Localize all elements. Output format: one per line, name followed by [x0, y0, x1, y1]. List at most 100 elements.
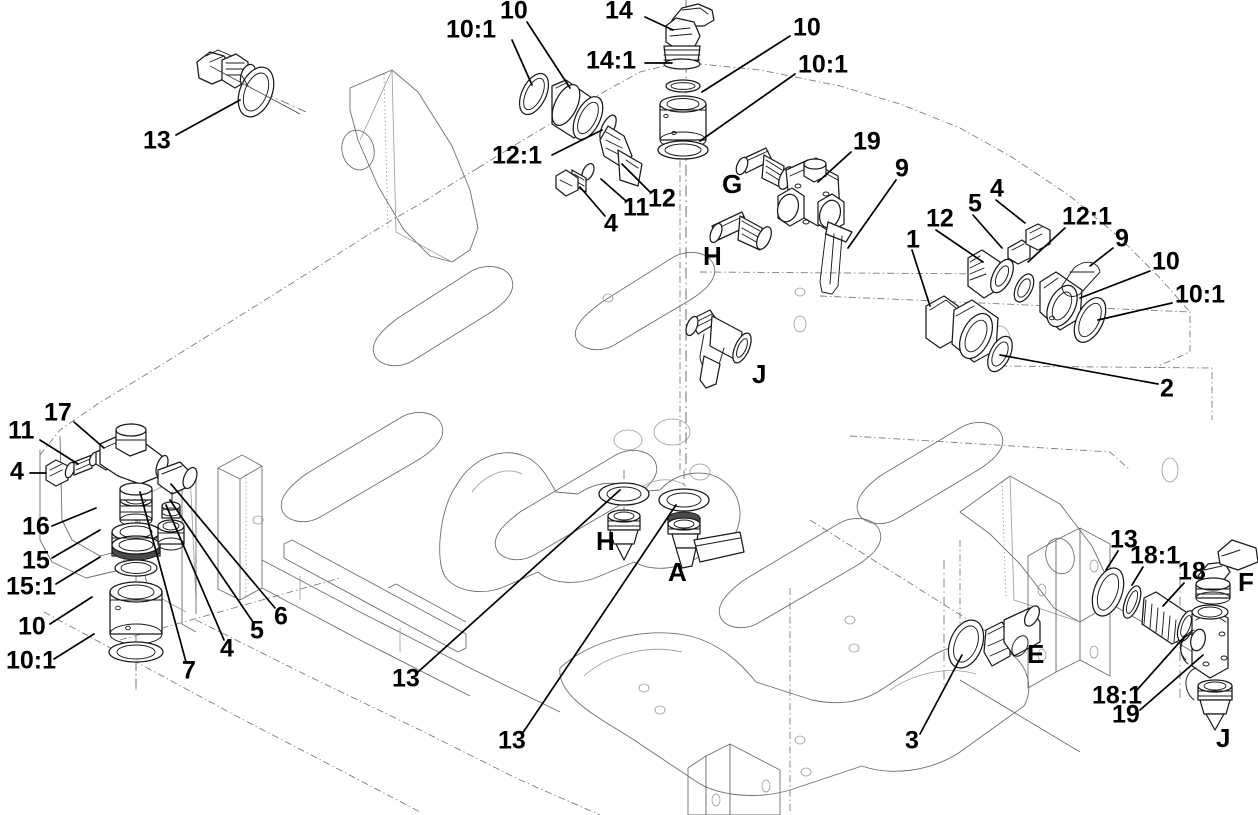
leader-line-18-1 — [1131, 566, 1144, 586]
leader-line-13 — [175, 99, 241, 136]
callout-number-12-1: 12:1 — [1062, 203, 1112, 231]
callout-number-12-1: 12:1 — [492, 142, 542, 170]
callout-number-14: 14 — [605, 0, 633, 25]
leader-line-10-1 — [1097, 302, 1173, 321]
callout-number-10-1: 10:1 — [798, 51, 848, 79]
callout-number-4: 4 — [220, 635, 234, 663]
leader-line-3 — [919, 654, 963, 735]
leader-line-2 — [999, 354, 1159, 385]
callout-number-4: 4 — [10, 458, 24, 486]
callout-number-18: 18 — [1178, 558, 1206, 586]
part-group-top-center-14 — [657, 3, 715, 160]
leader-line-1 — [911, 249, 931, 307]
callout-number-9: 9 — [1115, 225, 1129, 253]
reference-letter-J: J — [752, 359, 766, 389]
leader-line-6 — [170, 483, 276, 609]
leader-line-19 — [817, 151, 852, 183]
leader-line-10 — [49, 596, 93, 625]
callout-number-10: 10 — [500, 0, 528, 25]
callout-number-13: 13 — [498, 727, 526, 755]
reference-letter-F: F — [1238, 567, 1254, 597]
leader-line-10-1 — [699, 73, 796, 142]
callout-number-19: 19 — [853, 128, 881, 156]
callout-number-10-1: 10:1 — [1175, 281, 1225, 309]
leader-line-12 — [621, 163, 651, 193]
reference-letter-G: G — [722, 169, 742, 199]
callout-number-6: 6 — [274, 603, 288, 631]
leader-line-10-1 — [53, 633, 95, 660]
leader-line-9 — [1089, 247, 1114, 267]
leader-line-13 — [417, 489, 621, 673]
callout-number-13: 13 — [392, 665, 420, 693]
callout-number-17: 17 — [44, 399, 72, 427]
callout-number-5: 5 — [250, 617, 264, 645]
leader-line-11 — [39, 439, 79, 465]
callout-number-7: 7 — [182, 657, 196, 685]
part-group-top-center-10 — [518, 72, 643, 197]
part-group-bottom-right-18 — [1091, 539, 1258, 731]
callout-number-15-1: 15:1 — [6, 573, 56, 601]
reference-letter-H: H — [596, 526, 615, 556]
reference-letter-E: E — [1027, 639, 1044, 669]
leader-line-18 — [1162, 582, 1185, 607]
leader-line-13 — [521, 504, 677, 735]
leader-line-4 — [995, 199, 1026, 224]
leader-line-15 — [51, 529, 101, 559]
leader-line-15-1 — [55, 556, 101, 585]
part-group-J-mid — [685, 309, 752, 389]
callout-number-1: 1 — [906, 226, 920, 254]
leader-line-5 — [169, 499, 254, 623]
part-group-bottom-left — [45, 423, 198, 663]
callout-number-10: 10 — [1152, 248, 1180, 276]
reference-letter-J: J — [1216, 723, 1230, 753]
callout-number-5: 5 — [968, 190, 982, 218]
leader-line-13 — [1105, 550, 1119, 571]
callout-number-10-1: 10:1 — [6, 647, 56, 675]
callout-number-2: 2 — [1160, 375, 1174, 403]
leader-line-4 — [579, 186, 606, 217]
callout-number-12: 12 — [926, 205, 954, 233]
callout-number-10: 10 — [18, 613, 46, 641]
leader-line-9 — [847, 179, 897, 249]
callout-number-3: 3 — [905, 727, 919, 755]
leader-line-10 — [1079, 270, 1151, 299]
leader-line-5 — [972, 214, 1003, 249]
leader-line-7 — [139, 491, 187, 663]
part-group-bottom-E — [947, 605, 1041, 669]
part-group-top-left-13 — [196, 49, 301, 118]
part-group-right-1 — [925, 223, 1107, 373]
reference-letter-H: H — [703, 241, 722, 271]
callout-number-11: 11 — [623, 194, 650, 222]
leader-line-14 — [644, 16, 674, 31]
leader-line-10 — [701, 35, 791, 93]
leader-line-10-1 — [511, 39, 533, 86]
callout-number-11: 11 — [8, 417, 35, 445]
assembly-centerlines — [135, 0, 1181, 700]
leader-line-16 — [51, 507, 97, 527]
leader-line-17 — [73, 421, 105, 449]
callout-number-13: 13 — [1110, 526, 1138, 554]
callout-number-13: 13 — [143, 127, 171, 155]
callout-number-15: 15 — [22, 547, 50, 575]
callout-number-18-1: 18:1 — [1130, 542, 1180, 570]
callout-number-4: 4 — [990, 175, 1004, 203]
callout-number-19: 19 — [1112, 701, 1140, 729]
leader-line-10 — [526, 21, 571, 89]
callout-number-4: 4 — [604, 210, 618, 238]
leader-line-19 — [1139, 654, 1204, 711]
leader-line-11 — [600, 178, 627, 202]
leader-line-4 — [165, 504, 225, 641]
leader-line-18-1 — [1136, 634, 1187, 691]
callout-number-12: 12 — [648, 185, 676, 213]
callout-number-9: 9 — [895, 155, 909, 183]
part-group-center-H-A — [598, 482, 745, 569]
leader-line-12-1 — [551, 129, 603, 156]
leader-line-12-1 — [1027, 227, 1066, 263]
callout-number-10-1: 10:1 — [446, 16, 496, 44]
callout-number-18-1: 18:1 — [1092, 682, 1142, 710]
callout-number-16: 16 — [22, 513, 50, 541]
reference-letter-A: A — [668, 557, 687, 587]
